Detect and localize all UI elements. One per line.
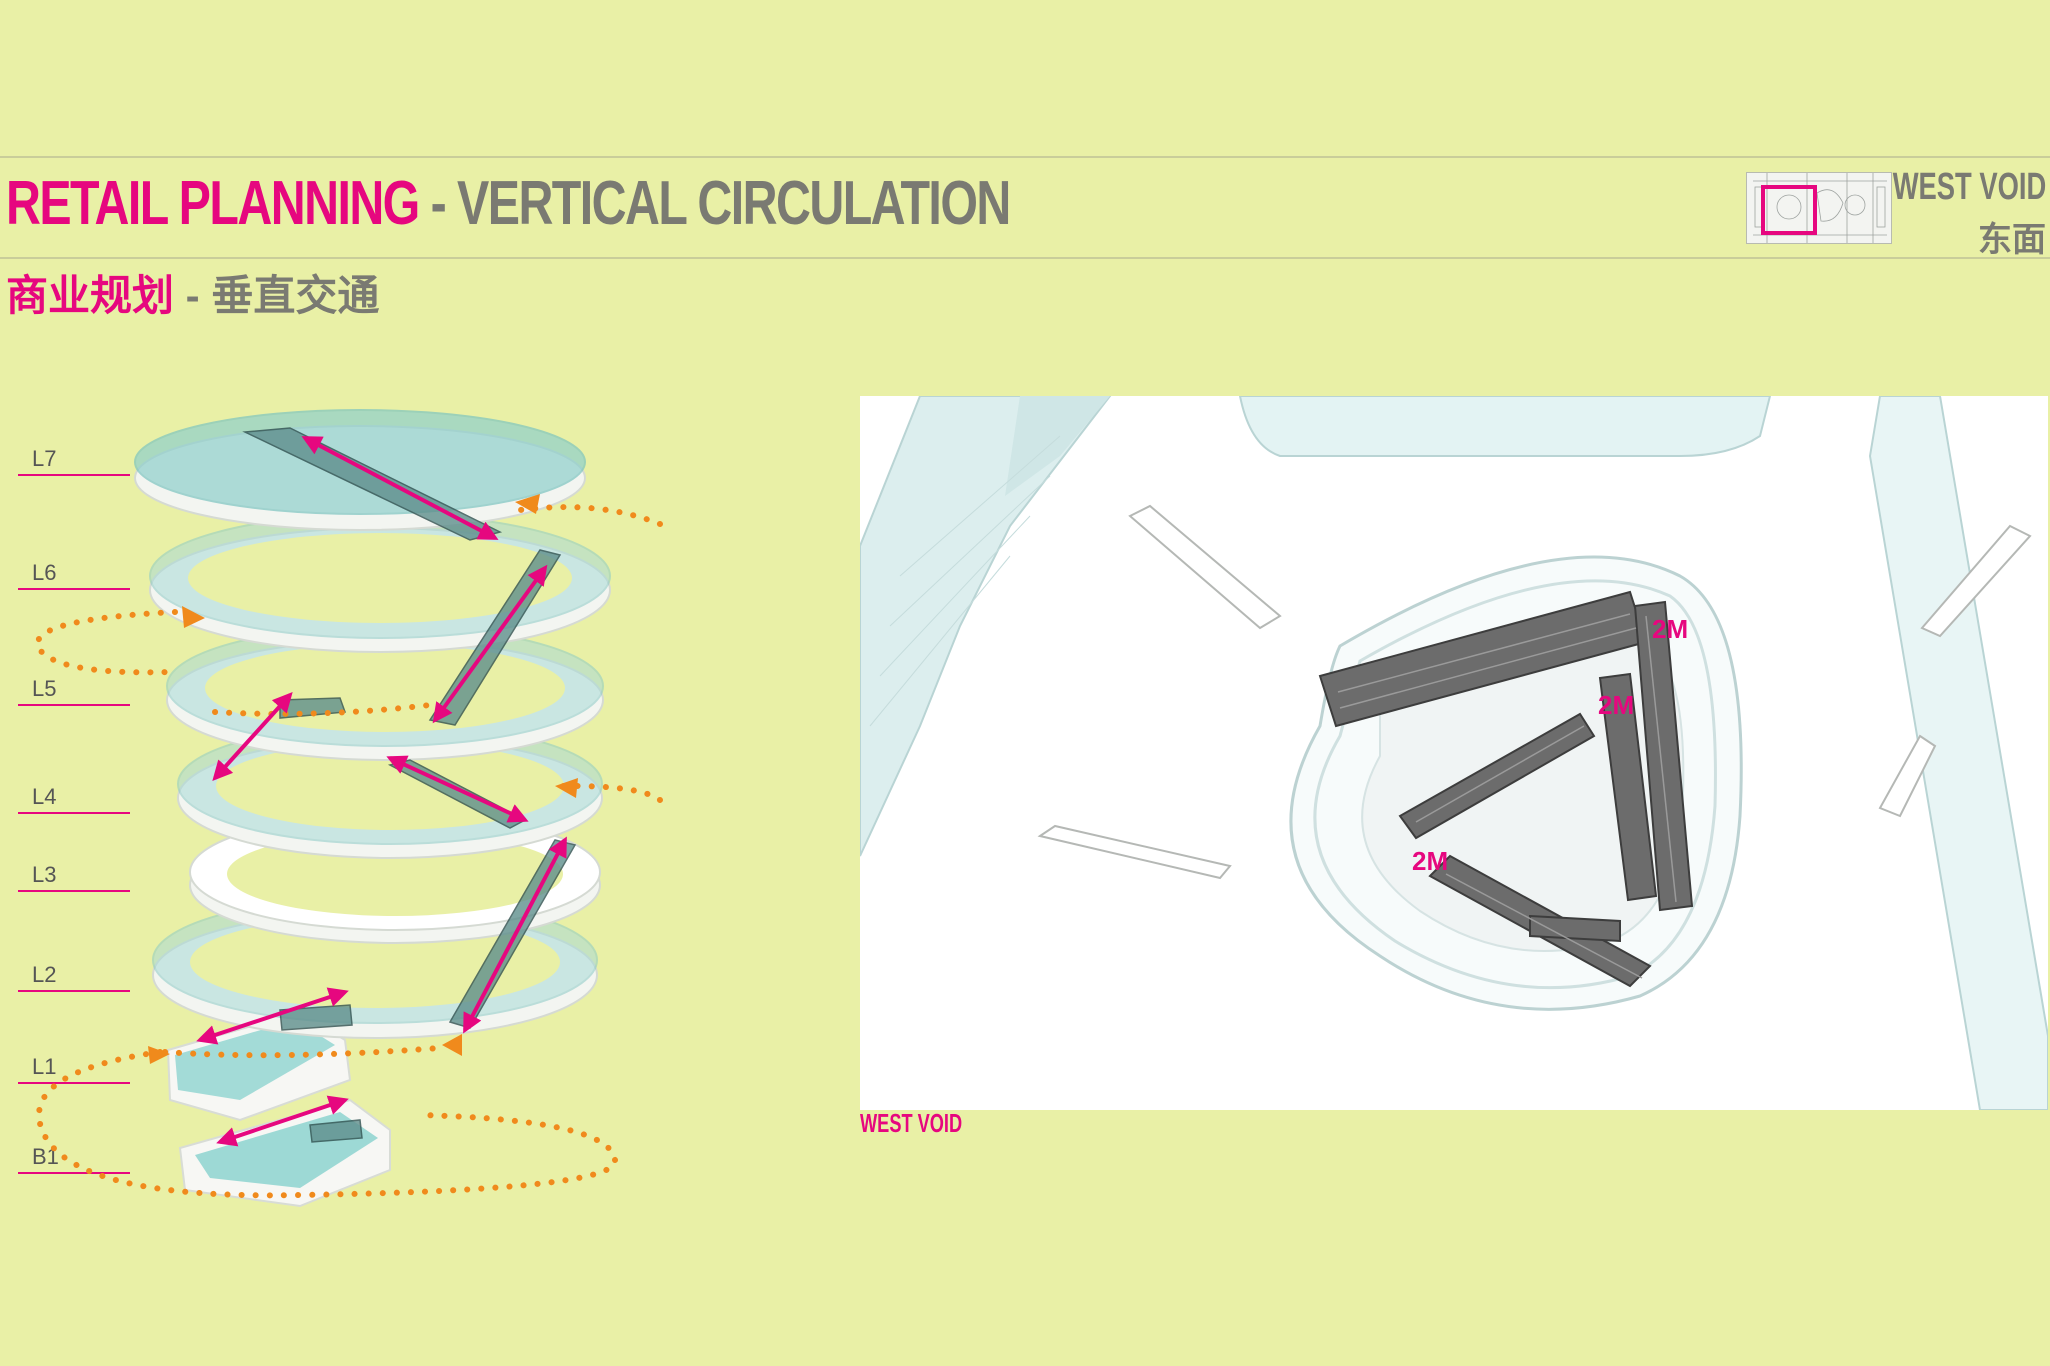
route-l1: [162, 1045, 443, 1059]
arrow-l6-l5: [432, 564, 548, 724]
route-arrow-heads: [148, 494, 578, 1064]
page-title-en: RETAIL PLANNING - VERTICAL CIRCULATION: [6, 168, 1011, 239]
level-label-l4: L4: [18, 784, 130, 814]
header-bottom-rule: [0, 257, 2050, 259]
title-cn-sub: 垂直交通: [211, 272, 380, 319]
title-cn-separator: -: [174, 272, 212, 319]
route-l6: [34, 609, 178, 676]
level-label-l6: L6: [18, 560, 130, 590]
title-en-main: RETAIL PLANNING: [6, 169, 420, 238]
level-label-l3: L3: [18, 862, 130, 892]
void-inner-edge: [1313, 579, 1717, 990]
curtain-wall-mullions: [869, 435, 1061, 727]
route-l7: [517, 504, 663, 527]
level-label-l5: L5: [18, 676, 130, 706]
height-tags: 2M 2M 2M: [1412, 614, 1688, 876]
locator-name-cn: 东面: [1978, 221, 2046, 259]
arrow-l7-l6: [301, 436, 499, 540]
arrow-l1-b1: [216, 1095, 349, 1147]
height-tag-2m: 2M: [1412, 846, 1448, 876]
level-label-b1: B1: [18, 1144, 130, 1174]
page-title-cn: 商业规划 - 垂直交通: [6, 262, 379, 323]
locator-key-plan-thumbnail: [1746, 172, 1892, 244]
glazed-curtain-wall-left-top: [1005, 396, 1110, 496]
height-tag-2m: 2M: [1598, 690, 1634, 720]
glazed-curtain-wall-left: [860, 396, 1112, 857]
glazed-column-right: [1868, 396, 2048, 1110]
key-plan-icon: [1747, 173, 1891, 243]
level-b1-slab: [178, 1098, 391, 1208]
west-void-plan-render: 2M 2M 2M: [860, 396, 2048, 1110]
arrow-l4-l3: [386, 755, 529, 823]
plan-caption-west-void: WEST VOID: [860, 1108, 963, 1138]
escalator-east: [1633, 600, 1694, 912]
magenta-direction-arrows: [196, 436, 567, 1147]
header-top-rule: [0, 156, 2050, 158]
vertical-circulation-stack-diagram: [34, 409, 663, 1208]
title-cn-main: 商业规划: [6, 272, 175, 319]
escalator-south-inner: [1529, 914, 1621, 943]
title-en-separator: -: [418, 169, 458, 238]
escalator-east-inner: [1598, 672, 1658, 902]
arrow-l3-l2: [463, 836, 567, 1034]
arrow-l2-l1: [196, 987, 349, 1045]
floor-beams: [1037, 504, 2032, 880]
escalator-treads: [1337, 613, 1677, 979]
level-label-l1: L1: [18, 1054, 130, 1084]
locator-name-en: WEST VOID: [1892, 166, 2046, 208]
locator-highlight-box: [1761, 185, 1817, 235]
level-label-l2: L2: [18, 962, 130, 992]
title-en-sub: VERTICAL CIRCULATION: [457, 169, 1011, 238]
canopy-top: [1238, 396, 1772, 457]
route-b1: [36, 1049, 618, 1199]
level-label-l7: L7: [18, 446, 130, 476]
arrow-l5-l4: [212, 692, 293, 781]
height-tag-2m: 2M: [1652, 614, 1688, 644]
